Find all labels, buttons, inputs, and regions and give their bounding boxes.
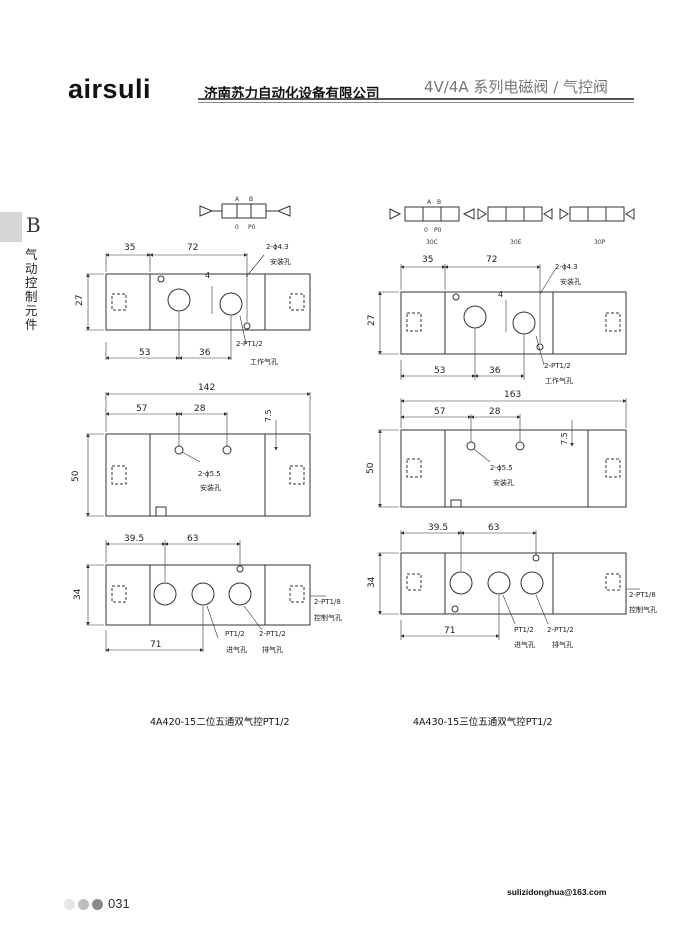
left-callout-ctrl-port: 控制气孔: [314, 613, 342, 622]
right-symbol-0: 0: [424, 227, 428, 234]
right-symbol-caption-30c: 30C: [426, 239, 438, 246]
left-symbol-a: A: [235, 196, 240, 203]
right-valve-drawing: A B 0 P0 30C 30E 30P: [366, 199, 657, 649]
right-dim-4: 4: [498, 290, 503, 299]
footer-email: sulizidonghua@163.com: [507, 887, 607, 897]
right-dim-27: 27: [367, 315, 377, 326]
left-callout-in-size: PT1/2: [225, 630, 245, 638]
left-callout-mount2-hole: 安装孔: [200, 483, 221, 492]
left-callout-ex-size: 2-PT1/2: [259, 630, 286, 638]
left-callout-ctrl-size: 2-PT1/8: [314, 598, 341, 606]
left-dim-28: 28: [194, 404, 206, 414]
footer-dot: [64, 899, 75, 910]
left-callout-work-port: 2-PT1/2: [236, 340, 263, 348]
right-symbol-b: B: [437, 199, 441, 206]
left-model-caption: 4A420-15二位五通双气控PT1/2: [150, 717, 290, 728]
right-callout-ctrl-size: 2-PT1/8: [629, 591, 656, 599]
right-top-view: [378, 264, 627, 380]
footer-dots: [64, 899, 103, 910]
right-callout-mount2-size: 2-ϕ5.5: [490, 464, 513, 472]
left-dim-142: 142: [198, 383, 215, 393]
right-dim-53: 53: [434, 366, 445, 376]
left-callout-work-port-label: 工作气孔: [250, 357, 278, 366]
left-symbol-b: B: [249, 196, 253, 203]
right-dim-39-5: 39.5: [428, 523, 448, 533]
right-bottom-view: [378, 398, 627, 508]
left-symbol-p0: P0: [248, 224, 256, 231]
left-callout-mount-size: 2-ϕ4.3: [266, 243, 289, 251]
left-bottom-view: [86, 392, 311, 517]
left-callout-mount-hole: 安装孔: [270, 257, 291, 266]
left-dim-72: 72: [187, 243, 198, 253]
footer-dot: [78, 899, 89, 910]
left-symbol-0: 0: [235, 224, 239, 231]
footer-dot: [92, 899, 103, 910]
left-callout-in-port: 进气孔: [226, 645, 247, 654]
left-dim-50: 50: [71, 470, 81, 482]
left-valve-drawing: A B 0 P0: [71, 196, 342, 654]
left-dim-71: 71: [150, 640, 161, 650]
header-rule: [198, 98, 634, 100]
right-callout-ex-size: 2-PT1/2: [547, 626, 574, 634]
right-side-view: [378, 530, 640, 640]
left-dim-35: 35: [124, 243, 135, 253]
left-top-view: [86, 253, 311, 360]
section-letter: B: [26, 213, 41, 237]
right-pneumatic-symbols: [389, 206, 635, 222]
right-symbol-a: A: [427, 199, 432, 206]
right-dim-34: 34: [367, 576, 377, 588]
right-dim-63: 63: [488, 523, 499, 533]
left-dim-34: 34: [73, 588, 83, 600]
right-symbol-caption-30p: 30P: [594, 239, 606, 246]
right-dim-35: 35: [422, 255, 433, 265]
right-callout-in-size: PT1/2: [514, 626, 534, 634]
left-dim-36: 36: [199, 348, 211, 358]
right-callout-ctrl-port: 控制气孔: [629, 605, 657, 614]
left-dim-39-5: 39.5: [124, 534, 144, 544]
right-callout-mount2-hole: 安装孔: [493, 478, 514, 487]
section-label: 气动控制元件: [25, 247, 38, 332]
brand-logo: airsuli: [68, 74, 152, 104]
right-dim-72: 72: [486, 255, 497, 265]
right-dim-71: 71: [444, 626, 455, 636]
section-tab-marker: [0, 212, 22, 242]
left-dim-7-5: 7.5: [264, 409, 273, 422]
page-number: 031: [108, 896, 130, 911]
left-callout-ex-port: 排气孔: [262, 645, 283, 654]
right-dim-28: 28: [489, 407, 501, 417]
left-side-view: [86, 540, 326, 652]
right-symbol-p0: P0: [434, 227, 442, 234]
right-callout-work-port-label: 工作气孔: [545, 376, 573, 385]
series-title: 4V/4A 系列电磁阀 / 气控阀: [424, 78, 609, 96]
right-callout-in-port: 进气孔: [514, 640, 535, 649]
right-dim-7-5: 7.5: [560, 432, 569, 445]
left-dim-57: 57: [136, 404, 147, 414]
left-dim-53: 53: [139, 348, 150, 358]
right-dim-50: 50: [366, 462, 376, 474]
left-pneumatic-symbol: [199, 203, 291, 219]
right-callout-mount-hole: 安装孔: [560, 277, 581, 286]
right-symbol-caption-30e: 30E: [510, 239, 522, 246]
right-callout-mount-size: 2-ϕ4.3: [555, 263, 578, 271]
right-callout-ex-port: 排气孔: [552, 640, 573, 649]
header-rule-thin: [198, 102, 634, 103]
right-dim-36: 36: [489, 366, 501, 376]
left-dim-27: 27: [75, 295, 85, 306]
left-dim-63: 63: [187, 534, 198, 544]
right-model-caption: 4A430-15三位五通双气控PT1/2: [413, 717, 553, 728]
left-callout-mount2-size: 2-ϕ5.5: [198, 470, 221, 478]
right-dim-57: 57: [434, 407, 445, 417]
right-dim-163: 163: [504, 390, 521, 400]
left-dim-4: 4: [205, 271, 210, 280]
right-callout-work-port: 2-PT1/2: [544, 362, 571, 370]
